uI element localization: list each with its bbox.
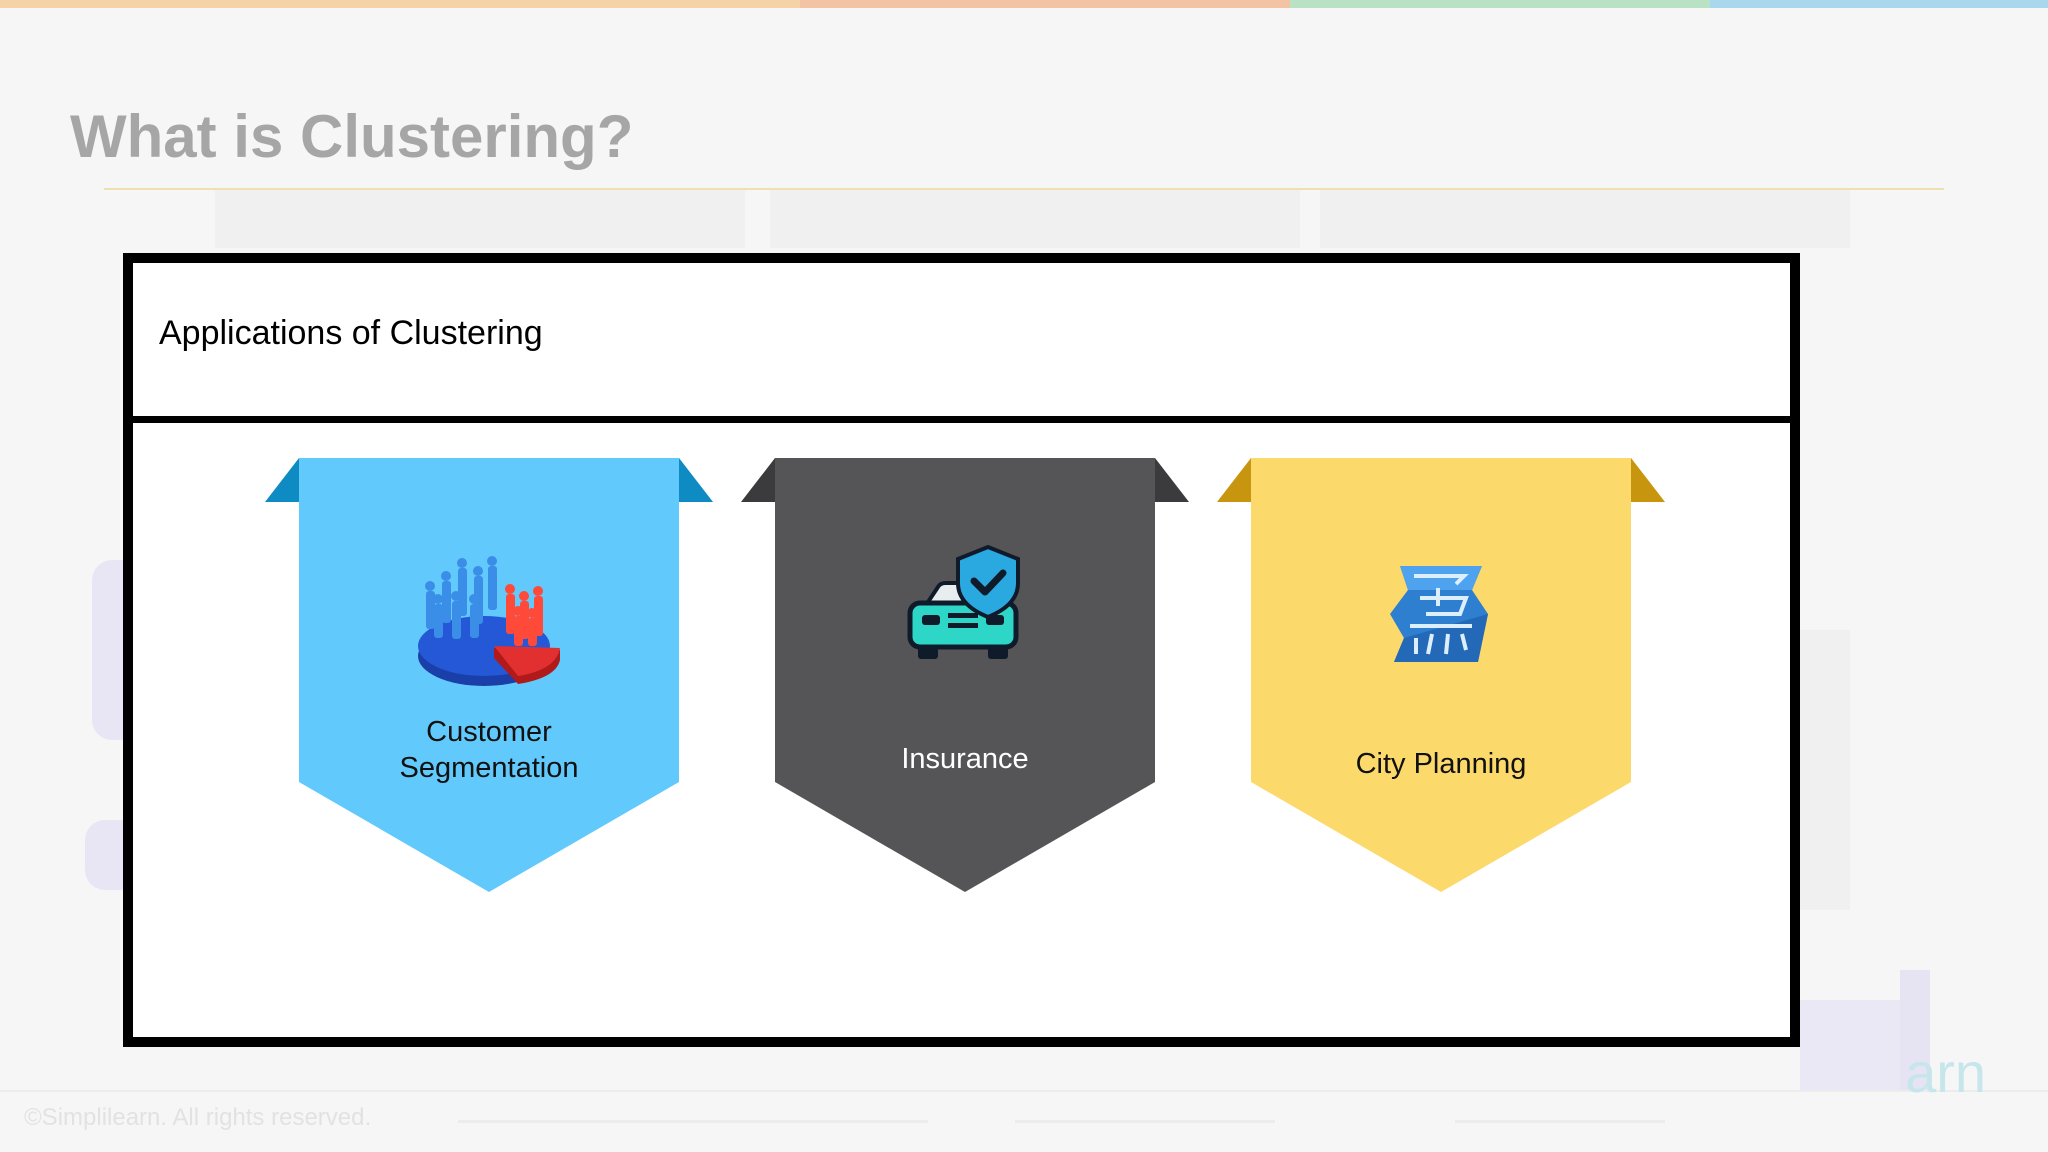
floor-line xyxy=(1015,1120,1275,1123)
floor-line xyxy=(1455,1120,1665,1123)
background-panel xyxy=(215,188,745,248)
card-insurance: Insurance xyxy=(741,458,1189,898)
card-label-city-planning: City Planning xyxy=(1355,748,1527,780)
card-label-line: Segmentation xyxy=(399,752,579,784)
floor-line xyxy=(458,1120,928,1123)
background-figure xyxy=(85,820,125,890)
card-banner-shape xyxy=(1217,458,1665,892)
background-panel xyxy=(1320,188,1850,248)
card-label-line: Customer xyxy=(426,716,552,748)
card-label-customer-segmentation: Customer Segmentation xyxy=(299,714,679,786)
top-color-strip xyxy=(0,0,2048,8)
background-panel xyxy=(1800,630,1850,910)
card-banner-shape xyxy=(741,458,1189,892)
background-figure xyxy=(1900,970,1930,1090)
applications-panel: Applications of Clustering xyxy=(123,253,1800,1047)
card-label-insurance: Insurance xyxy=(901,743,1029,775)
floor-line xyxy=(0,1090,2048,1092)
city-map-icon xyxy=(1390,566,1488,662)
page-title: What is Clustering? xyxy=(70,103,634,170)
background-panel xyxy=(770,188,1300,248)
panel-header: Applications of Clustering xyxy=(133,263,1790,423)
brand-fragment: arn xyxy=(1905,1041,1986,1104)
card-customer-segmentation: Customer Segmentation xyxy=(265,458,713,898)
panel-heading: Applications of Clustering xyxy=(159,314,543,352)
copyright-watermark: ©Simplilearn. All rights reserved. xyxy=(24,1104,372,1131)
title-underline xyxy=(104,188,1944,190)
background-figure xyxy=(1800,1000,1910,1090)
card-city-planning: City Planning xyxy=(1217,458,1665,898)
car-shield-icon xyxy=(907,544,1020,659)
panel-body: Customer Segmentation xyxy=(133,423,1790,1043)
people-pie-chart-icon xyxy=(418,556,560,686)
